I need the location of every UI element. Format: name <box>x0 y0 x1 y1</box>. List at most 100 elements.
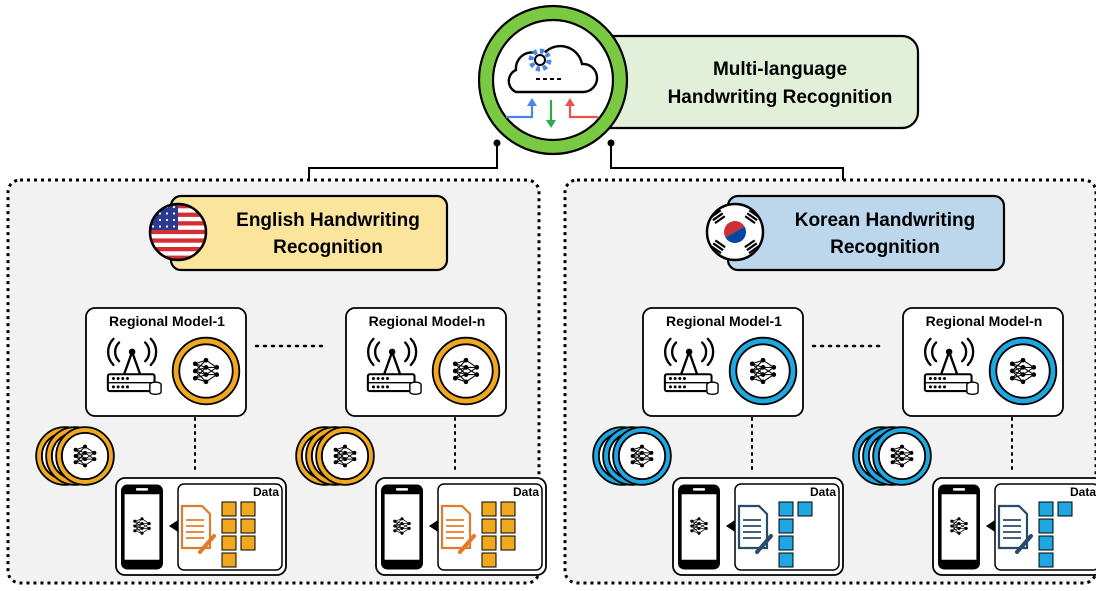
client-device: Data <box>932 477 1096 576</box>
model-ring-inner <box>320 431 370 481</box>
data-block <box>778 518 794 534</box>
data-block <box>778 501 794 517</box>
branch-title-line1: English Handwriting <box>236 210 420 231</box>
model-ring <box>56 427 114 485</box>
model-ring <box>729 337 797 405</box>
trigram <box>710 239 726 255</box>
pencil-icon <box>458 534 476 554</box>
data-label: Data <box>513 485 539 499</box>
trigram-bar <box>710 245 722 255</box>
data-block <box>221 535 237 551</box>
data-block <box>481 518 497 534</box>
model-ring <box>613 427 671 485</box>
flag-stripe <box>150 247 206 252</box>
trigram-bar <box>714 215 726 225</box>
flag-star <box>165 218 169 222</box>
trigram-bar <box>714 239 726 249</box>
model-ring-inner <box>178 343 234 399</box>
flag-star <box>165 225 169 228</box>
data-block <box>481 552 497 568</box>
data-block <box>500 501 516 517</box>
handwritten-document-icon <box>180 504 216 554</box>
regional-model: Regional Model-1 <box>642 307 804 417</box>
local-model-icon <box>612 426 672 486</box>
flag-border <box>705 202 765 262</box>
client-device: Data <box>375 477 547 576</box>
trigram-bar <box>712 242 724 252</box>
model-ring-outer <box>431 336 501 406</box>
flag-star <box>172 212 176 215</box>
data-label: Data <box>253 485 279 499</box>
regional-model-icon <box>171 336 241 406</box>
trigram-bar <box>746 242 758 252</box>
cloud-gear-icon <box>506 44 599 128</box>
trigram <box>744 239 760 255</box>
model-ring <box>172 337 240 405</box>
regional-model: Regional Model-n <box>902 307 1064 417</box>
branch-title-line1: Korean Handwriting <box>795 210 976 231</box>
arrowhead <box>546 120 556 128</box>
data-block <box>778 552 794 568</box>
data-blocks <box>221 501 256 568</box>
document-sheet <box>180 504 212 550</box>
data-block <box>1038 501 1054 517</box>
branch-title-box <box>726 194 1006 272</box>
data-block <box>240 535 256 551</box>
data-block <box>1038 518 1054 534</box>
data-block <box>1038 552 1054 568</box>
trigram-bar <box>744 215 756 225</box>
data-block <box>500 518 516 534</box>
data-block <box>1057 501 1073 517</box>
model-ring <box>873 427 931 485</box>
trigram-bar <box>712 212 724 222</box>
model-ring-outer <box>988 336 1058 406</box>
document-sheet <box>997 504 1029 550</box>
regional-model-label: Regional Model-1 <box>666 313 782 329</box>
model-ring-outer <box>728 336 798 406</box>
regional-model-icon <box>431 336 501 406</box>
regional-model: Regional Model-1 <box>85 307 247 417</box>
model-ring-inner <box>877 431 927 481</box>
us-flag-icon <box>148 202 208 262</box>
local-model-stack <box>852 426 932 486</box>
flag-star <box>172 218 176 222</box>
flag-star <box>172 205 176 209</box>
data-block <box>500 535 516 551</box>
model-ring-inner <box>735 343 791 399</box>
pencil-icon <box>1015 534 1033 554</box>
data-block <box>778 535 794 551</box>
flag-stripe <box>150 238 206 243</box>
regional-model-label: Regional Model-1 <box>109 313 225 329</box>
model-ring <box>316 427 374 485</box>
data-block <box>1038 535 1054 551</box>
upload-arrow <box>568 102 598 119</box>
data-block <box>221 518 237 534</box>
data-block <box>797 501 813 517</box>
taeguk-red <box>724 221 745 238</box>
regional-model-icon <box>988 336 1058 406</box>
root-title-line2: Handwriting Recognition <box>668 87 893 108</box>
upload-arrow <box>506 102 534 119</box>
handwritten-document-icon <box>440 504 476 554</box>
taeguk-blue <box>725 226 746 243</box>
local-model-icon <box>55 426 115 486</box>
flag-graphic <box>707 204 763 260</box>
flag-star <box>172 225 176 228</box>
model-ring-outer <box>171 336 241 406</box>
model-ring-inner <box>617 431 667 481</box>
handwritten-document-icon <box>737 504 773 554</box>
flag-stripe <box>150 255 206 260</box>
regional-model: Regional Model-n <box>345 307 507 417</box>
model-ring <box>432 337 500 405</box>
junction-dot <box>493 139 501 147</box>
trigram-bar <box>744 239 756 249</box>
data-block <box>221 552 237 568</box>
branch-title-box <box>169 194 449 272</box>
client-device: Data <box>115 477 287 576</box>
data-block <box>221 501 237 517</box>
junction-dot <box>607 139 615 147</box>
